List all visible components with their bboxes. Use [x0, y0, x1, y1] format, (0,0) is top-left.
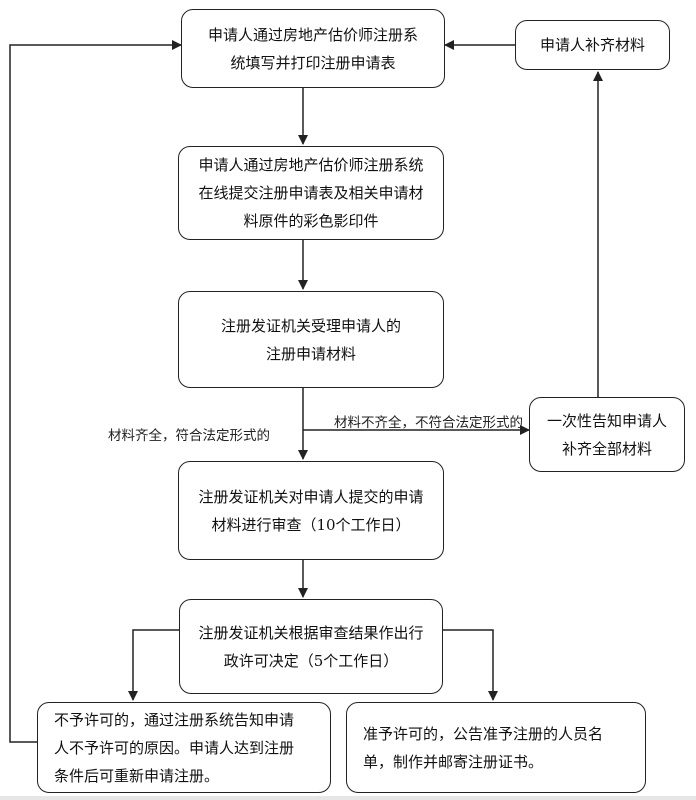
box-not-approved: 不予许可的，通过注册系统告知申请 人不予许可的原因。申请人达到注册 条件后可重新… [37, 702, 331, 793]
box-fill-application-line-2: 统填写并打印注册申请表 [230, 53, 396, 72]
arrow-reject-to-restart [9, 40, 182, 743]
box-approved-line-1: 准予许可的，公告准予注册的人员名 [363, 724, 604, 743]
box-licensing-decision-line-1: 注册发证机关根据审查结果作出行 [198, 623, 424, 642]
box-not-approved-line-3: 条件后可重新申请注册。 [54, 766, 220, 785]
box-notify-applicant-line-1: 一次性告知申请人 [546, 411, 667, 430]
label-materials-incomplete: 材料不齐全，不符合法定形式的 [334, 415, 523, 431]
box-review-materials: 注册发证机关对申请人提交的申请 材料进行审查（10个工作日） [178, 461, 444, 560]
box-online-submit-line-3: 料原件的彩色影印件 [243, 212, 379, 230]
box-accept-application-line-1: 注册发证机关受理申请人的 [220, 316, 401, 335]
box-approved: 准予许可的，公告准予注册的人员名 单，制作并邮寄注册证书。 [346, 702, 646, 793]
bottom-divider [0, 796, 696, 800]
box-fill-application-line-1: 申请人通过房地产估价师注册系 [207, 25, 418, 44]
box-licensing-decision: 注册发证机关根据审查结果作出行 政许可决定（5个工作日） [179, 599, 443, 694]
box-licensing-decision-line-2: 政许可决定（5个工作日） [223, 651, 399, 670]
box-not-approved-line-1: 不予许可的，通过注册系统告知申请 [54, 710, 295, 729]
box-not-approved-line-2: 人不予许可的原因。申请人达到注册 [54, 738, 295, 757]
arrow-decision-to-approve [443, 629, 498, 701]
box-online-submit-line-2: 在线提交注册申请表及相关申请材 [198, 184, 424, 202]
box-review-materials-line-2: 材料进行审查（10个工作日） [211, 515, 411, 534]
box-notify-applicant-line-2: 补齐全部材料 [561, 439, 652, 458]
box-online-submit: 申请人通过房地产估价师注册系统 在线提交注册申请表及相关申请材 料原件的彩色影印… [178, 146, 444, 240]
box-fill-application: 申请人通过房地产估价师注册系 统填写并打印注册申请表 [181, 9, 445, 88]
box-online-submit-line-1: 申请人通过房地产估价师注册系统 [198, 156, 424, 174]
box-review-materials-line-1: 注册发证机关对申请人提交的申请 [198, 487, 424, 506]
box-approved-line-2: 单，制作并邮寄注册证书。 [363, 752, 544, 771]
label-materials-complete: 材料齐全，符合法定形式的 [108, 428, 270, 444]
box-accept-application: 注册发证机关受理申请人的 注册申请材料 [178, 291, 444, 388]
box-supplement-materials: 申请人补齐材料 [515, 20, 670, 70]
arrow-decision-to-reject [128, 629, 179, 701]
box-notify-applicant: 一次性告知申请人 补齐全部材料 [529, 397, 685, 472]
box-accept-application-line-2: 注册申请材料 [265, 344, 356, 363]
box-supplement-materials-line-1: 申请人补齐材料 [539, 36, 645, 54]
